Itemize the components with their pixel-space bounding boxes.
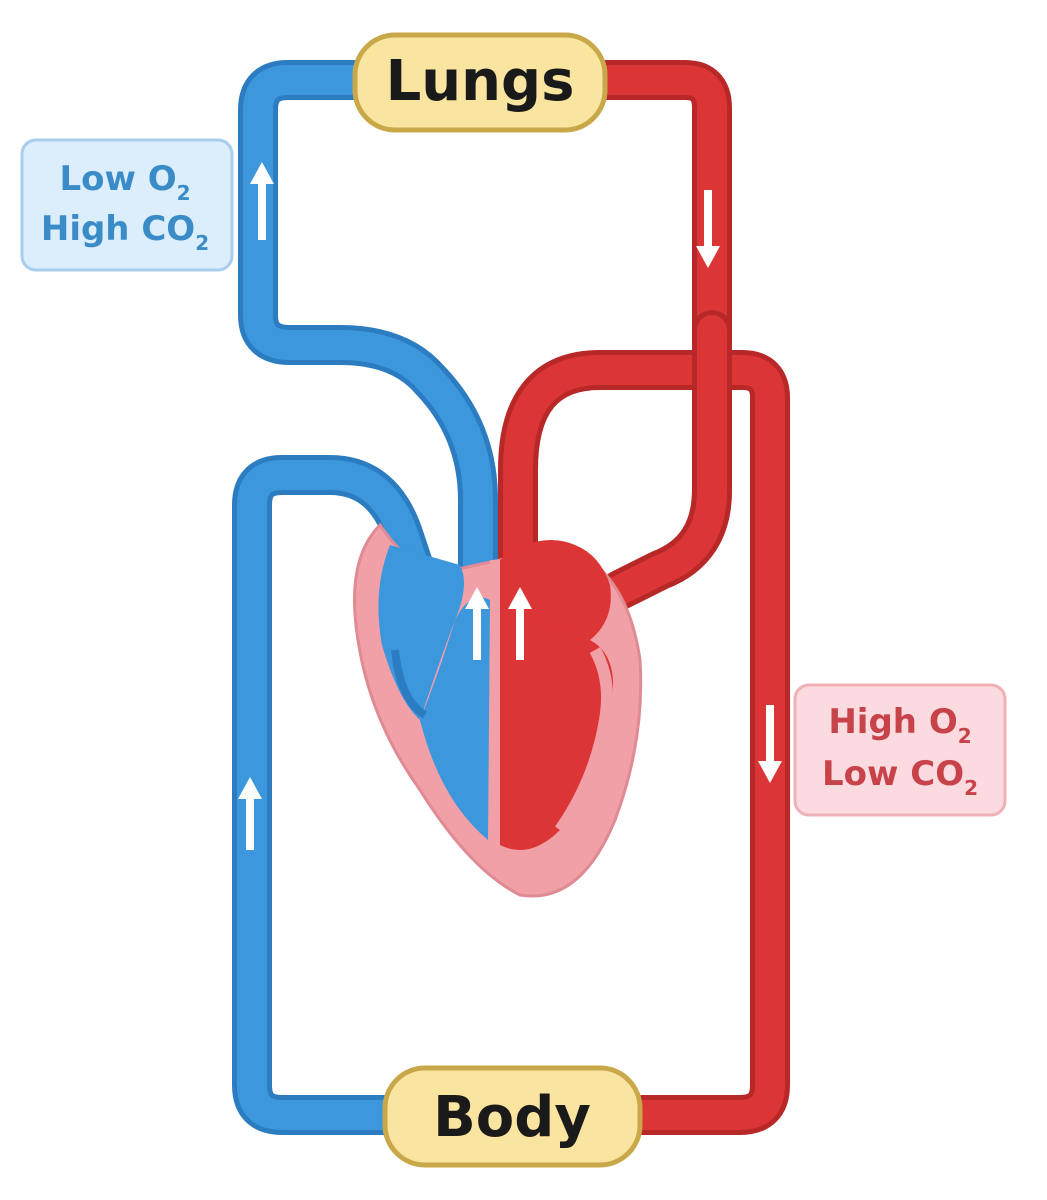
svg-text:High O2: High O2	[828, 702, 971, 748]
lungs-label: Lungs	[352, 32, 608, 133]
oxygenated-info-box: High O2 Low CO2	[793, 683, 1007, 817]
arrow-up-left-pulmonary	[250, 162, 274, 240]
low-co2-text: Low CO	[822, 754, 964, 794]
right-ventricle	[420, 597, 490, 840]
low-o2-text: Low O	[59, 159, 176, 199]
deoxygenated-info-box: Low O2 High CO2	[20, 138, 234, 272]
body-label: Body	[382, 1065, 643, 1168]
high-co2-text: High CO	[41, 209, 195, 249]
left-ventricle	[500, 620, 614, 850]
arrow-down-aorta	[758, 705, 782, 783]
arrow-down-pulmonary-vein	[696, 190, 720, 268]
svg-text:High CO2: High CO2	[41, 209, 209, 255]
high-o2-text: High O	[828, 702, 957, 742]
heart	[353, 522, 643, 898]
svg-text:Low O2: Low O2	[59, 159, 190, 205]
arrow-up-heart-blue	[465, 587, 489, 660]
svg-text:Low CO2: Low CO2	[822, 754, 978, 800]
arrow-up-vein-body	[238, 777, 262, 850]
body-text: Body	[433, 1085, 591, 1150]
lungs-text: Lungs	[386, 49, 575, 114]
left-atrium	[500, 540, 611, 640]
arrow-up-heart-red	[508, 587, 532, 660]
